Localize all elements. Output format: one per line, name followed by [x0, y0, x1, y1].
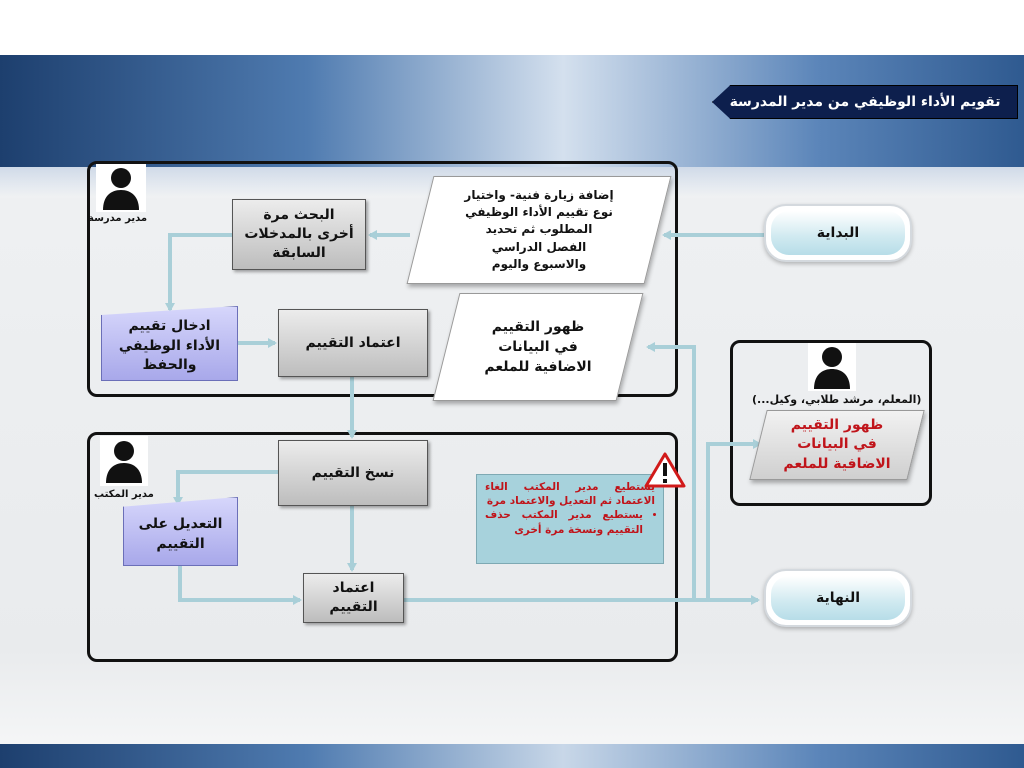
note-bullet: يستطيع مدير المكتب حذف التقييم ونسخة مرة…: [485, 508, 643, 536]
arrow-search-to-enter: [165, 233, 232, 312]
copy-evaluation-text: نسخ التقييم: [311, 464, 395, 481]
enter-evaluation-text: ادخال تقييم الأداء الوظيفي والحفظ: [118, 318, 221, 374]
copy-evaluation-step: نسخ التقييم: [278, 440, 428, 506]
office-manager-note: يستطيع مدير المكتب الغاء الاعتماد ثم الت…: [476, 474, 664, 564]
approve-evaluation-step: اعتماد التقييم: [278, 309, 428, 377]
search-again-text: البحث مرة أخرى بالمدخلات السابقة: [244, 207, 354, 261]
note-line-1: يستطيع مدير المكتب الغاء الاعتماد ثم الت…: [485, 481, 655, 508]
others-avatar: [808, 343, 856, 391]
modify-evaluation-step: التعديل على التقييم: [123, 497, 238, 566]
search-again-step: البحث مرة أخرى بالمدخلات السابقة: [232, 199, 366, 270]
approve-evaluation-2-text: اعتماد التقييم: [329, 580, 378, 615]
warning-triangle-icon: [644, 452, 686, 488]
person-silhouette-icon: [814, 347, 850, 389]
school-principal-avatar: [96, 164, 146, 212]
arrow-to-others-data: [706, 439, 762, 600]
add-visit-step: إضافة زيارة فنية- واختيار نوع تقييم الأد…: [406, 176, 672, 284]
show-in-teacher-data-2-step: ظهور التقييم في البيانات الاضافية للملعم: [749, 410, 925, 480]
show-in-teacher-data-2-text: ظهور التقييم في البيانات الاضافية للملعم: [783, 416, 891, 472]
approve-evaluation-2-step: اعتماد التقييم: [303, 573, 404, 623]
arrow-to-teacher-data: [646, 342, 696, 600]
end-terminal: النهاية: [764, 569, 912, 627]
office-manager-group-frame: [87, 432, 678, 662]
office-manager-label: مدير المكتب: [94, 489, 154, 500]
arrow-modify-to-approve2: [178, 566, 302, 605]
school-principal-label: مدير مدرسة: [88, 213, 148, 224]
person-silhouette-icon: [106, 441, 142, 483]
footer-band: [0, 744, 1024, 768]
start-terminal: البداية: [764, 204, 912, 262]
office-manager-avatar: [100, 436, 148, 486]
others-group-frame: [730, 340, 932, 506]
modify-evaluation-text: التعديل على التقييم: [138, 515, 223, 552]
start-label: البداية: [771, 211, 905, 255]
end-label: النهاية: [771, 576, 905, 620]
person-silhouette-icon: [103, 168, 139, 210]
approve-evaluation-text: اعتماد التقييم: [305, 334, 401, 351]
show-in-teacher-data-text: ظهور التقييم في البيانات الاضافية للملعم: [484, 318, 592, 376]
principal-group-frame: [87, 161, 678, 397]
arrow-copy-to-modify: [173, 470, 278, 506]
enter-evaluation-step: ادخال تقييم الأداء الوظيفي والحفظ: [101, 306, 238, 381]
show-in-teacher-data-step: ظهور التقييم في البيانات الاضافية للملعم: [432, 293, 644, 401]
add-visit-text: إضافة زيارة فنية- واختيار نوع تقييم الأد…: [464, 187, 614, 272]
slide-title: تقويم الأداء الوظيفي من مدير المدرسة: [712, 85, 1018, 119]
others-label: (المعلم، مرشد طلابي، وكيل...): [752, 393, 922, 406]
